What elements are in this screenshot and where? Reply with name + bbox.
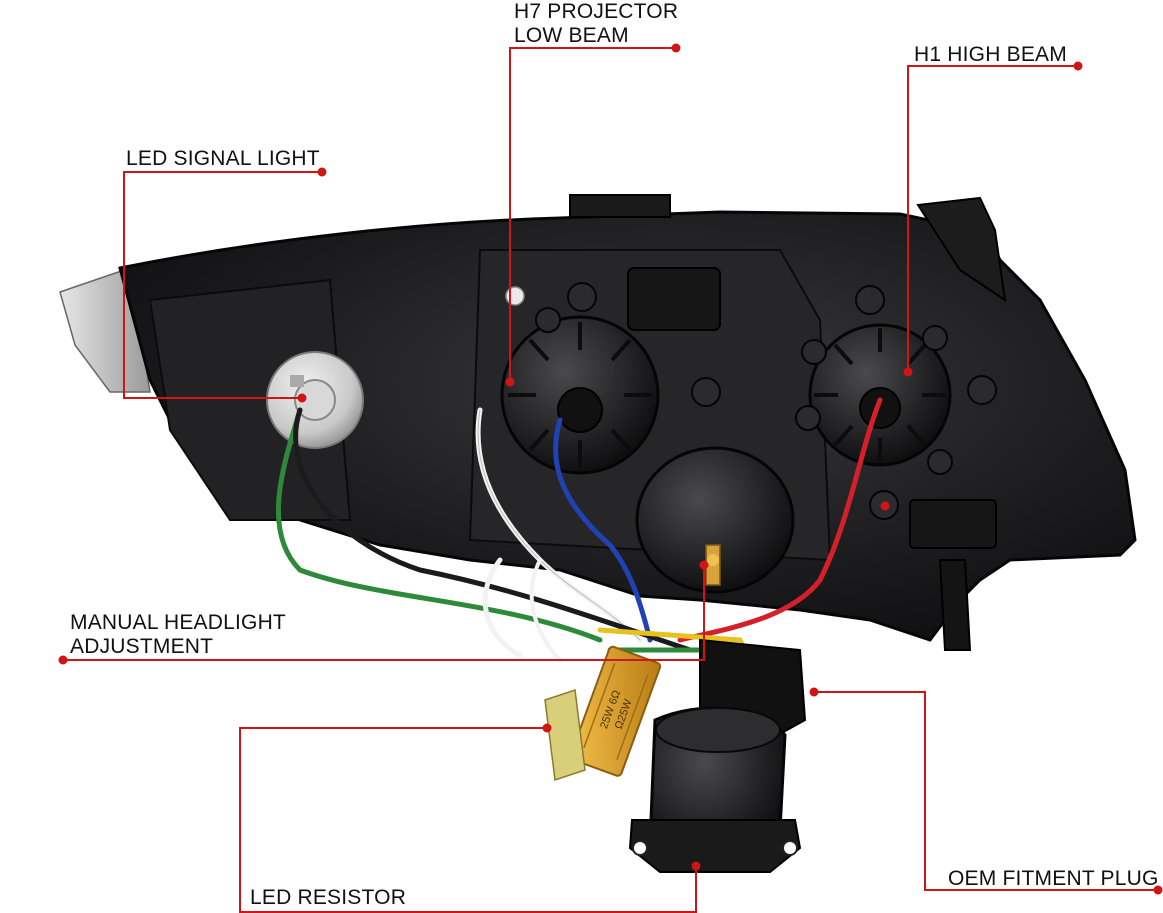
leader-led-signal-light <box>123 171 322 399</box>
right-bracket <box>916 196 1007 303</box>
leader-manual-adjustment <box>63 565 705 661</box>
rear-plug-lower <box>909 499 997 549</box>
label-h1-high-beam: H1 HIGH BEAM <box>914 43 1067 67</box>
label-led-signal-light: LED SIGNAL LIGHT <box>126 147 320 171</box>
label-manual-headlight-adjustment: MANUAL HEADLIGHT ADJUSTMENT <box>70 611 286 659</box>
label-h7-line-1: H7 PROJECTOR <box>514 0 679 23</box>
label-led-resistor-line-1: LED RESISTOR <box>250 886 407 909</box>
top-clip <box>569 194 671 218</box>
right-foot <box>938 559 972 651</box>
label-h7-projector-low-beam: H7 PROJECTOR LOW BEAM <box>514 0 678 48</box>
label-manual-line-2: ADJUSTMENT <box>70 635 214 659</box>
label-manual-line-1: MANUAL HEADLIGHT <box>70 611 286 634</box>
leader-h7-low-beam <box>509 47 676 382</box>
led-resistor-body: 25W 6Ω Ω25W <box>569 645 662 777</box>
adjuster-dome <box>635 446 795 594</box>
label-h1-line-1: H1 HIGH BEAM <box>914 43 1067 66</box>
label-led-signal-line-1: LED SIGNAL LIGHT <box>126 147 320 170</box>
leader-oem-fitment-plug <box>814 691 1158 891</box>
label-oem-line-1: OEM FITMENT PLUG <box>948 867 1159 890</box>
leader-h1-high-beam <box>907 65 1078 372</box>
label-led-resistor: LED RESISTOR <box>250 886 406 910</box>
leader-led-resistor <box>239 727 547 913</box>
label-oem-fitment-plug: OEM FITMENT PLUG <box>948 867 1159 891</box>
rear-plug <box>627 267 721 331</box>
label-h7-line-2: LOW BEAM <box>514 24 629 48</box>
